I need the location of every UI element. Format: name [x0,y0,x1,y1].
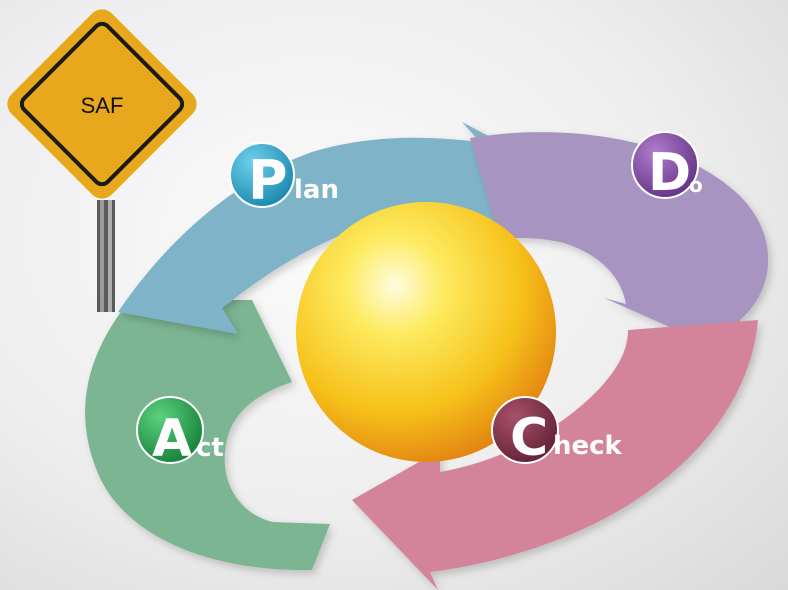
sign-label: SAF [81,93,124,118]
center-sphere [296,202,556,462]
saf-sign: SAF [7,9,197,312]
plan-label: P lan [229,142,339,212]
check-rest: heck [553,431,623,461]
do-arrow [470,132,769,356]
act-initial: A [152,409,192,469]
check-arrow [352,320,758,590]
check-badge [491,396,559,464]
sign-pole [97,200,115,312]
act-rest: ct [196,433,224,463]
do-rest: o [689,173,703,197]
sign-border [19,21,185,187]
plan-rest: lan [294,175,339,205]
act-badge [136,396,204,464]
plan-badge [229,142,295,208]
do-initial: D [648,143,691,203]
do-badge [631,131,699,199]
check-initial: C [510,408,548,468]
act-arrow [85,300,331,571]
act-label: A ct [136,396,224,469]
plan-initial: P [248,149,288,212]
do-label: D o [631,131,703,203]
sign-board [7,9,197,199]
check-label: C heck [491,396,623,468]
plan-arrow [118,122,560,334]
